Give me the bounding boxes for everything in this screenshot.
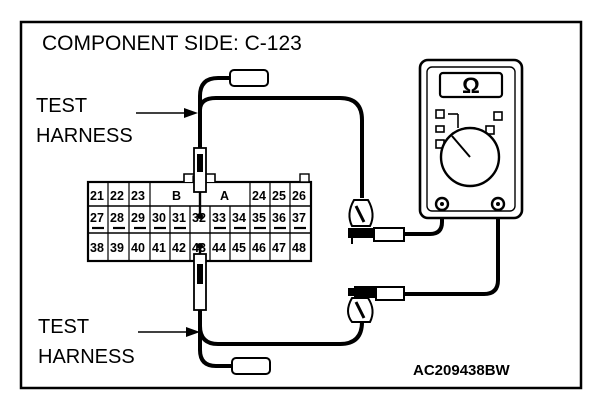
- pin-38: 38: [90, 241, 104, 255]
- test-harness-top-line1: TEST: [36, 95, 87, 117]
- arrow-bottom: [138, 327, 200, 337]
- pin-48: 48: [292, 241, 306, 255]
- pin-24: 24: [252, 189, 266, 203]
- test-harness-bottom-line1: TEST: [38, 316, 89, 338]
- pin-28: 28: [110, 211, 124, 225]
- pin-44: 44: [212, 241, 226, 255]
- figure-code: AC209438BW: [413, 362, 511, 379]
- pin-47: 47: [272, 241, 286, 255]
- test-harness-bottom-line2: HARNESS: [38, 346, 135, 368]
- pin-35: 35: [252, 211, 266, 225]
- pin-29: 29: [131, 211, 145, 225]
- pin-37: 37: [292, 211, 306, 225]
- pin-34: 34: [232, 211, 246, 225]
- pin-25: 25: [272, 189, 286, 203]
- meter-leads: [404, 208, 500, 296]
- pin-36: 36: [272, 211, 286, 225]
- pin-46: 46: [252, 241, 266, 255]
- pin-23: 23: [131, 189, 145, 203]
- key-a: A: [220, 189, 229, 203]
- pin-21: 21: [90, 189, 104, 203]
- row1-dividers: [107, 182, 291, 206]
- bottom-harness-wires: [198, 310, 364, 375]
- test-harness-top-line2: HARNESS: [36, 125, 133, 147]
- pin-39: 39: [110, 241, 124, 255]
- pin-22: 22: [110, 189, 124, 203]
- pin-26: 26: [292, 189, 306, 203]
- row23-dividers: [107, 206, 291, 261]
- bottom-spare-plug: [231, 357, 271, 375]
- diagram-title: COMPONENT SIDE: C-123: [42, 32, 302, 55]
- arrow-top: [136, 108, 198, 118]
- pin-30: 30: [152, 211, 166, 225]
- multimeter: Ω: [418, 58, 524, 220]
- pin-45: 45: [232, 241, 246, 255]
- pin-41: 41: [152, 241, 166, 255]
- bottom-alligator-clip: [347, 286, 405, 323]
- pin-31: 31: [172, 211, 186, 225]
- ohm-symbol: Ω: [462, 73, 480, 98]
- top-harness-wires: [198, 69, 364, 198]
- row3-pins: 38 39 40 41 42 43 44 45 46 47 48: [90, 241, 306, 255]
- diagram-frame: [19, 20, 583, 390]
- pin-27: 27: [90, 211, 104, 225]
- key-b: B: [172, 189, 181, 203]
- pin-42: 42: [172, 241, 186, 255]
- pin-33: 33: [212, 211, 226, 225]
- top-probe: [193, 147, 207, 219]
- pin-40: 40: [131, 241, 145, 255]
- top-spare-plug: [229, 69, 269, 87]
- meter-display: [438, 71, 504, 99]
- top-alligator-clip: [348, 199, 405, 244]
